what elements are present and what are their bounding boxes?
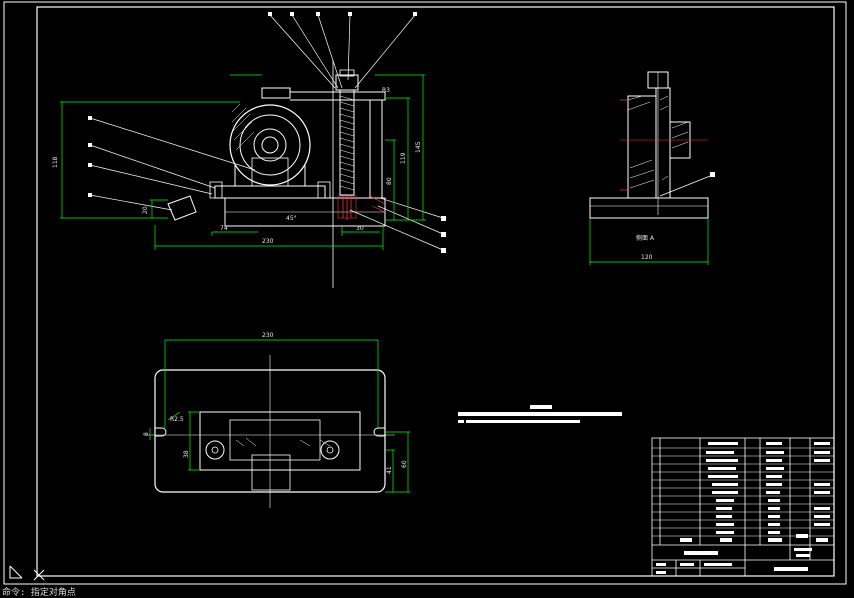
dim-plan-slot: R2.5 <box>170 416 184 423</box>
leader-balloons <box>88 12 715 253</box>
dim-base-height: 20 <box>142 206 149 214</box>
dim-height-right-inner: 80 <box>386 177 393 185</box>
dim-angle: R3 <box>382 87 390 94</box>
plan-view <box>145 355 395 508</box>
dim-plan-depth: 60 <box>401 460 408 468</box>
dim-plan-inner-height: 41 <box>386 466 393 474</box>
front-view-dimension-text: 118 20 230 74 30 145 119 80 R3 45° <box>52 87 422 245</box>
dim-plan-width: 230 <box>262 332 274 339</box>
dim-plan-left-height: 38 <box>183 450 190 458</box>
dim-left-offset: 74 <box>220 225 228 232</box>
dim-overall-width: 230 <box>262 238 274 245</box>
dim-height-right-mid: 119 <box>400 152 407 164</box>
sheet-outer-border <box>3 1 847 585</box>
dim-right-offset: 30 <box>356 225 364 232</box>
front-view-dimension-lines <box>60 74 426 250</box>
title-block <box>651 437 835 577</box>
front-view-leaders <box>89 14 711 251</box>
technical-requirements <box>458 405 622 423</box>
plan-view-dimensions <box>149 339 410 493</box>
dim-height-right-outer: 145 <box>415 141 422 153</box>
dim-plan-left-small: 8 <box>143 432 150 436</box>
front-view <box>167 60 386 288</box>
title-block-text <box>656 442 830 574</box>
dim-tilt: 45° <box>286 215 297 222</box>
side-view-title: 侧面 A <box>636 234 655 242</box>
command-line[interactable]: 命令: 指定对角点 <box>2 588 76 598</box>
sheet-inner-border <box>36 6 835 577</box>
dim-side-width: 120 <box>641 254 653 261</box>
side-view-dimensions <box>589 218 709 265</box>
dim-height-left: 118 <box>52 156 59 168</box>
side-view <box>589 71 709 219</box>
ucs-icon <box>9 565 45 581</box>
